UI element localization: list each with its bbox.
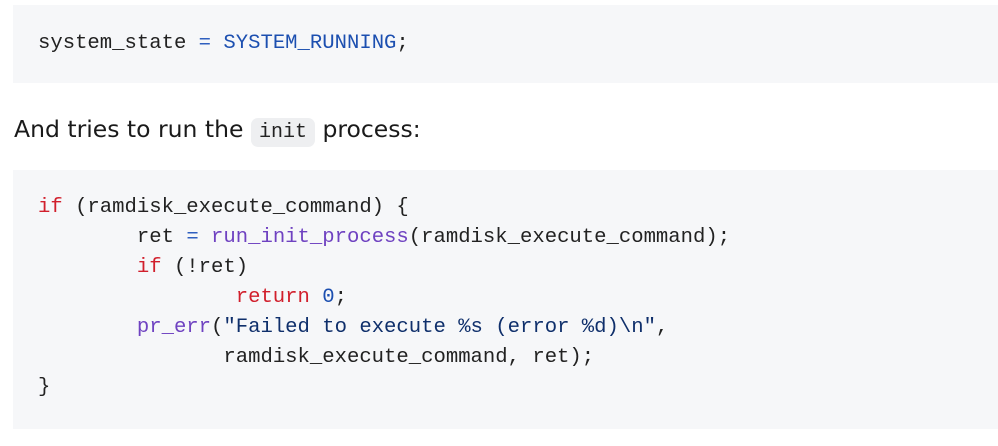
code-token-num: 0	[322, 286, 335, 309]
code-line: if (!ret)	[38, 253, 248, 283]
code-token-kw: if	[136, 256, 162, 279]
code-line: ret = run_init_process(ramdisk_execute_c…	[38, 223, 730, 253]
inline-code-init: init	[250, 118, 315, 147]
code-token-op: =	[198, 32, 212, 55]
code-line: ramdisk_execute_command, ret);	[38, 343, 594, 373]
code-token-fn: run_init_process	[211, 226, 409, 249]
code-line: if (ramdisk_execute_command) {	[38, 193, 409, 223]
code-token-kw: if	[38, 196, 63, 219]
code-line: }	[38, 373, 50, 403]
paragraph: And tries to run the init process:	[14, 111, 421, 151]
code-token-plain: (ramdisk_execute_command);	[408, 226, 731, 249]
code-token-plain: ;	[396, 32, 409, 55]
code-line: system_state = SYSTEM_RUNNING;	[38, 29, 409, 59]
code-token-fn: pr_err	[136, 316, 212, 339]
code-line: return 0;	[38, 283, 347, 313]
code-token-plain: ;	[334, 286, 347, 309]
code-token-plain: (	[211, 316, 224, 339]
code-block-init-process: if (ramdisk_execute_command) { ret = run…	[13, 170, 998, 429]
code-token-plain: (ramdisk_execute_command) {	[62, 196, 409, 219]
code-token-plain	[38, 256, 137, 279]
code-token-kw: return	[235, 286, 310, 309]
code-token-plain: (!ret)	[161, 256, 249, 279]
code-token-const: SYSTEM_RUNNING	[223, 32, 397, 55]
paragraph-text-before: And tries to run the	[14, 115, 251, 143]
code-token-plain: system_state	[38, 32, 199, 55]
code-token-str: "Failed to execute %s (error %d)\n"	[223, 316, 656, 339]
code-line: pr_err("Failed to execute %s (error %d)\…	[38, 313, 668, 343]
paragraph-text-after: process:	[314, 115, 421, 143]
code-token-plain	[310, 286, 322, 309]
code-token-plain: ret	[38, 226, 187, 249]
code-token-plain: ramdisk_execute_command, ret);	[38, 346, 595, 369]
code-token-plain	[38, 316, 137, 339]
code-token-plain	[38, 286, 236, 309]
code-token-plain: }	[38, 376, 51, 399]
code-block-system-state: system_state = SYSTEM_RUNNING;	[13, 5, 998, 83]
code-token-plain: ,	[655, 316, 669, 339]
code-token-op: =	[186, 226, 199, 249]
code-token-plain	[199, 226, 211, 249]
code-token-plain	[211, 32, 223, 55]
